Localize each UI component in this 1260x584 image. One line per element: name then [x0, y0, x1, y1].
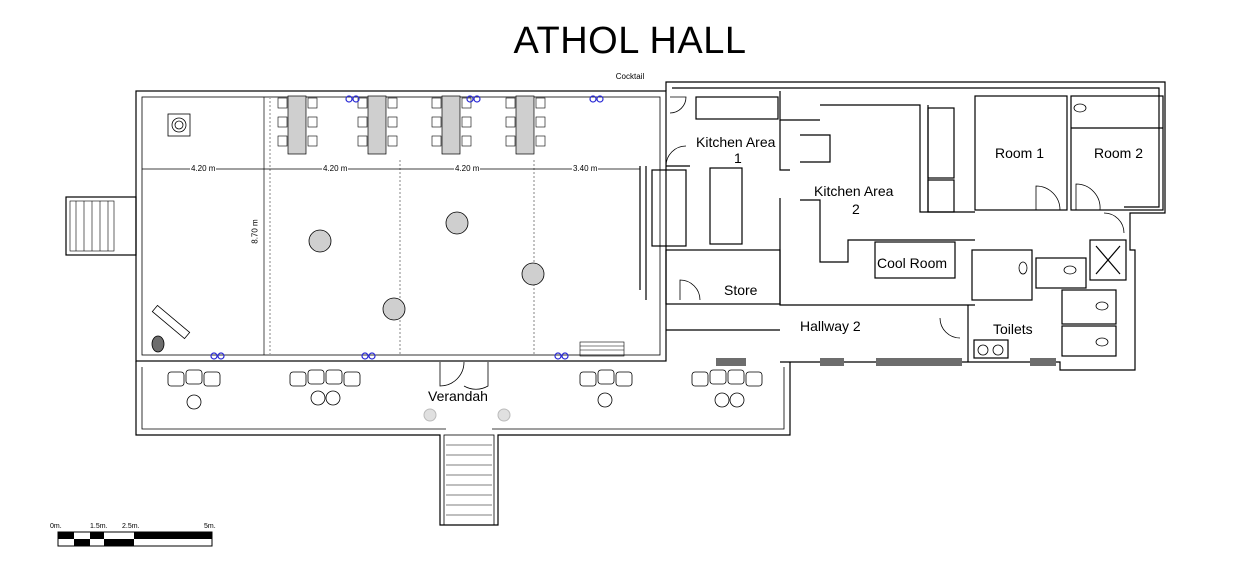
room-label-store: Store	[724, 282, 758, 298]
room-label-toilets: Toilets	[993, 321, 1033, 337]
dimension-label-2: 4.20 m	[322, 164, 349, 173]
room-label-cool-room: Cool Room	[877, 255, 948, 271]
scale-label-5: 5m.	[204, 523, 216, 530]
dimension-lines	[142, 97, 640, 355]
plan-title: ATHOL HALL	[513, 20, 747, 62]
scale-label-1-5: 1.5m.	[90, 523, 108, 530]
room-label-kitchen-area-1-num: 1	[734, 150, 742, 166]
room-label-kitchen-area-1: Kitchen Area	[696, 134, 776, 150]
scale-bar	[57, 531, 213, 547]
grey-units	[716, 358, 1056, 366]
dimension-label-3: 4.20 m	[454, 164, 481, 173]
room-label-verandah: Verandah	[428, 388, 488, 404]
dimension-label-height: 8.70 m	[250, 218, 260, 245]
room-label-hallway-2: Hallway 2	[800, 318, 861, 334]
room-label-room-2: Room 2	[1094, 145, 1144, 161]
chairs	[277, 97, 546, 147]
verandah-seating	[167, 369, 763, 410]
scale-label-2-5: 2.5m.	[122, 523, 140, 530]
main-hall-wall	[135, 90, 667, 362]
stairs	[75, 201, 625, 516]
room-label-kitchen-area-2-num: 2	[852, 201, 860, 217]
doors	[439, 96, 1125, 390]
cocktail-tables	[287, 95, 535, 155]
room-label-room-1: Room 1	[995, 145, 1045, 161]
scale-label-0: 0m.	[50, 523, 62, 530]
plan-subtitle: Cocktail	[615, 72, 645, 81]
fixtures	[151, 103, 1109, 356]
planters	[423, 408, 511, 422]
dimension-label-1: 4.20 m	[190, 164, 217, 173]
east-wing-wall	[665, 81, 1166, 371]
dimension-label-4: 3.40 m	[572, 164, 599, 173]
blue-markers	[210, 95, 604, 360]
room-label-kitchen-area-2: Kitchen Area	[814, 183, 894, 199]
verandah-wall	[135, 361, 791, 526]
round-tables	[308, 211, 545, 321]
